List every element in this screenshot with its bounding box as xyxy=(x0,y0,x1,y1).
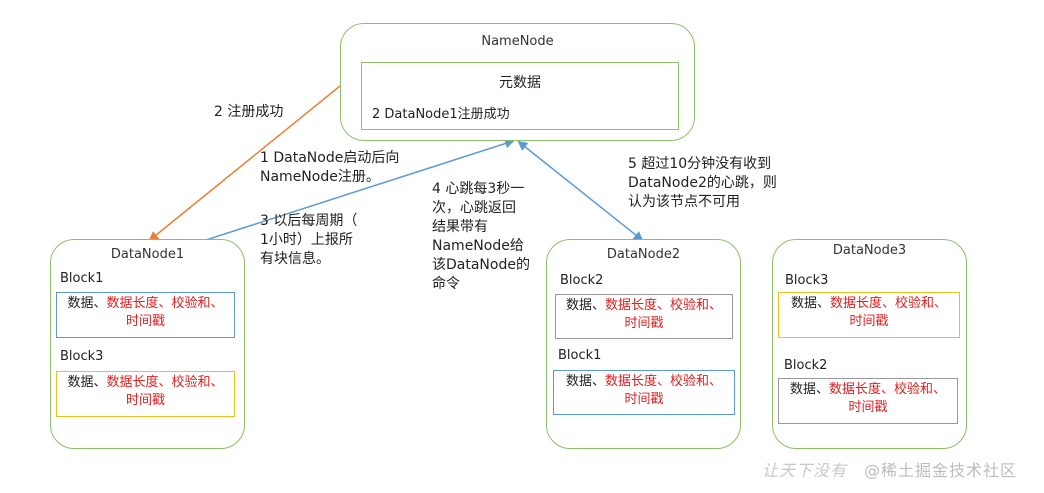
datanode3-title: DataNode3 xyxy=(832,243,907,258)
annotation-line: 1 DataNode启动后向 xyxy=(260,150,400,166)
datanode2-block-label: Block1 xyxy=(558,348,602,363)
annotation-line: 3 以后每周期（ xyxy=(260,213,358,229)
block-data-label: 数据、 xyxy=(790,296,830,311)
block-timestamp: 时间戳 xyxy=(848,400,888,415)
annotation-line: 有块信息。 xyxy=(260,251,330,267)
annotation-line: 4 心跳每3秒一 xyxy=(432,181,525,197)
block-timestamp: 时间戳 xyxy=(624,392,664,407)
datanode2-block-box: 数据、数据长度、校验和、 时间戳 xyxy=(553,370,735,415)
datanode2-box: DataNode2 Block2 数据、数据长度、校验和、 时间戳 Block1… xyxy=(546,239,741,449)
datanode2-block-box: 数据、数据长度、校验和、 时间戳 xyxy=(555,294,733,339)
namenode-box: NameNode 元数据 2 DataNode1注册成功 xyxy=(340,23,695,141)
block-timestamp: 时间戳 xyxy=(125,393,165,408)
annotation-line: 1小时）上报所 xyxy=(260,232,353,248)
block-length-checksum: 数据长度、校验和、 xyxy=(830,296,948,311)
annotation-line: NameNode注册。 xyxy=(260,169,380,185)
block-length-checksum: 数据长度、校验和、 xyxy=(106,375,224,390)
datanode2-title: DataNode2 xyxy=(606,247,681,262)
datanode1-block-label: Block1 xyxy=(60,271,104,286)
annotation-timeout: 5 超过10分钟没有收到 DataNode2的心跳，则 认为该节点不可用 xyxy=(628,155,777,212)
datanode3-box: DataNode3 Block3 数据、数据长度、校验和、 时间戳 Block2… xyxy=(772,239,967,449)
annotation-line: DataNode2的心跳，则 xyxy=(628,175,777,191)
datanode1-title: DataNode1 xyxy=(110,247,185,262)
block-timestamp: 时间戳 xyxy=(624,316,664,331)
block-length-checksum: 数据长度、校验和、 xyxy=(106,296,224,311)
datanode1-block-box: 数据、数据长度、校验和、 时间戳 xyxy=(56,371,235,417)
datanode3-block-box: 数据、数据长度、校验和、 时间戳 xyxy=(778,378,958,424)
arrow-heartbeat xyxy=(517,140,644,242)
annotation-line: 认为该节点不可用 xyxy=(628,194,740,210)
annotation-register: 1 DataNode启动后向 NameNode注册。 xyxy=(260,149,399,187)
annotation-line: 命令 xyxy=(432,276,460,292)
annotation-line: 5 超过10分钟没有收到 xyxy=(628,156,772,172)
block-data-label: 数据、 xyxy=(67,296,107,311)
namenode-title: NameNode xyxy=(481,34,554,49)
block-data-label: 数据、 xyxy=(789,382,829,397)
block-data-label: 数据、 xyxy=(565,298,605,313)
datanode3-block-label: Block2 xyxy=(784,358,828,373)
datanode3-block-box: 数据、数据长度、校验和、 时间戳 xyxy=(778,292,960,338)
datanode1-box: DataNode1 Block1 数据、数据长度、校验和、 时间戳 Block3… xyxy=(50,239,245,449)
annotation-report: 3 以后每周期（ 1小时）上报所 有块信息。 xyxy=(260,212,357,269)
annotation-register-success: 2 注册成功 xyxy=(214,104,284,120)
annotation-line: 次，心跳返回 xyxy=(432,200,516,216)
metadata-title: 元数据 xyxy=(499,75,541,91)
datanode1-block-label: Block3 xyxy=(60,349,104,364)
metadata-box: 元数据 2 DataNode1注册成功 xyxy=(361,62,679,130)
block-timestamp: 时间戳 xyxy=(125,314,165,329)
block-length-checksum: 数据长度、校验和、 xyxy=(829,382,947,397)
metadata-entry: 2 DataNode1注册成功 xyxy=(372,107,510,122)
datanode3-block-label: Block3 xyxy=(785,273,829,288)
datanode1-block-box: 数据、数据长度、校验和、 时间戳 xyxy=(56,292,235,338)
arrow-register-report xyxy=(149,138,515,259)
datanode2-block-label: Block2 xyxy=(560,273,604,288)
block-data-label: 数据、 xyxy=(565,374,605,389)
annotation-line: 结果带有 xyxy=(432,219,488,235)
block-data-label: 数据、 xyxy=(67,375,107,390)
block-length-checksum: 数据长度、校验和、 xyxy=(605,374,723,389)
watermark-right: @稀土掘金技术社区 xyxy=(864,461,1018,480)
annotation-line: 该DataNode的 xyxy=(432,257,530,273)
annotation-heartbeat: 4 心跳每3秒一 次，心跳返回 结果带有 NameNode给 该DataNode… xyxy=(432,180,530,294)
arrow-register-success xyxy=(148,85,341,242)
watermark-left: 让天下没有 xyxy=(762,461,848,480)
block-length-checksum: 数据长度、校验和、 xyxy=(605,298,723,313)
block-timestamp: 时间戳 xyxy=(849,314,889,329)
annotation-line: NameNode给 xyxy=(432,238,524,254)
